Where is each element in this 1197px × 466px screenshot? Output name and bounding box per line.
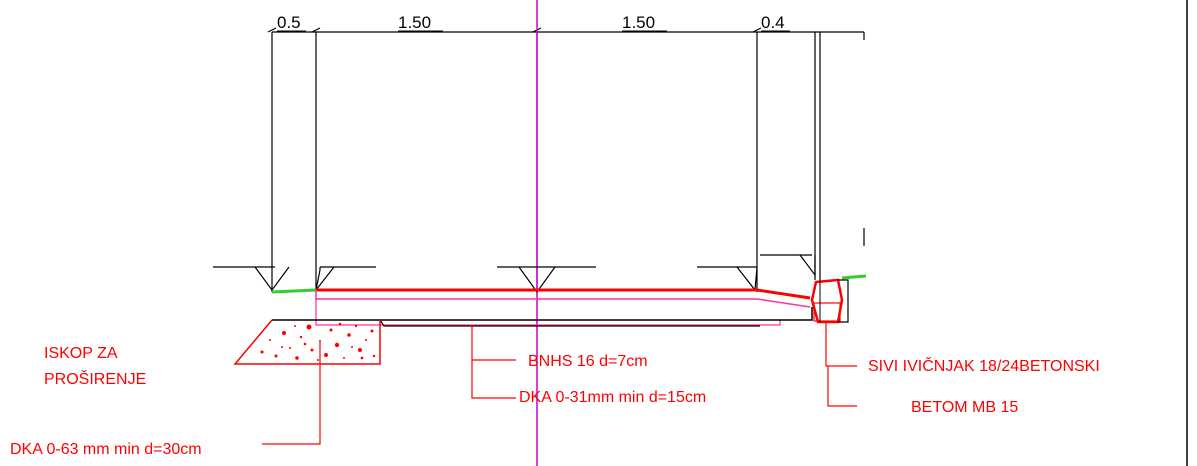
elevation-markers	[213, 254, 816, 294]
leader-lines	[262, 322, 857, 445]
label-betom: BETOM MB 15	[911, 399, 1018, 416]
dimension-label-right-shoulder: 0.4	[761, 13, 785, 32]
dimension-label-left-lane: 1.50	[398, 13, 431, 32]
dimension-label-right-lane: 1.50	[622, 13, 655, 32]
dimension-lines	[267, 27, 865, 292]
dimension-labels: 0.5 1.50 1.50 0.4	[277, 13, 790, 32]
label-dka63: DKA 0-63 mm min d=30cm	[10, 441, 202, 458]
label-iskop-line1: ISKOP ZA	[44, 345, 118, 362]
label-dka31: DKA 0-31mm min d=15cm	[519, 389, 706, 406]
dimension-label-left-shoulder: 0.5	[277, 13, 301, 32]
label-bnhs: BNHS 16 d=7cm	[528, 353, 648, 370]
excavation-hatch	[260, 322, 376, 361]
label-ivicnjak: SIVI IVIČNJAK 18/24BETONSKI	[868, 356, 1100, 375]
label-iskop-line2: PROŠIRENJE	[44, 369, 146, 388]
road-structure	[233, 274, 867, 365]
annotation-labels: ISKOP ZA PROŠIRENJE BNHS 16 d=7cm DKA 0-…	[10, 345, 1100, 458]
